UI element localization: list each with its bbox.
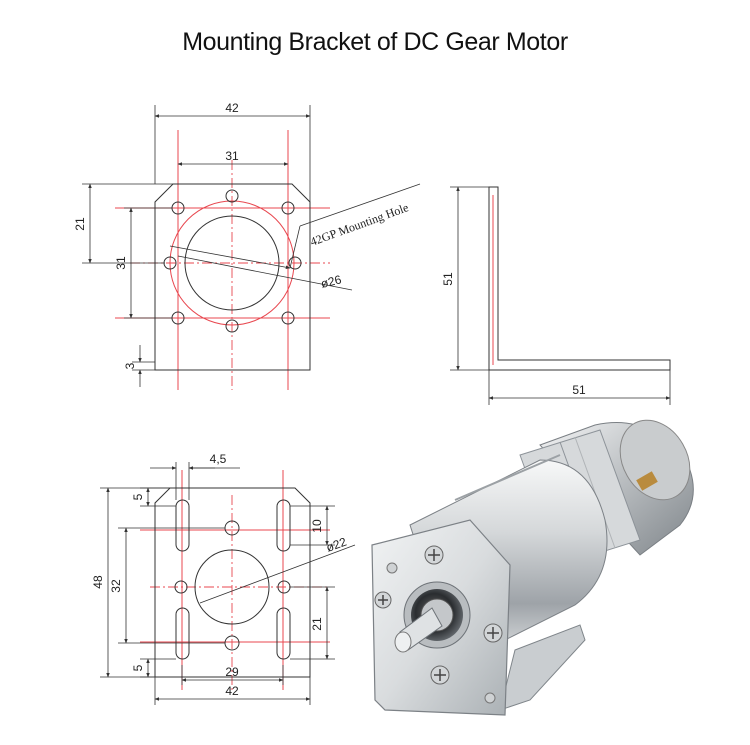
dim-slot-offset-top: 5 <box>131 493 145 500</box>
mount-hole <box>281 311 295 325</box>
dim-slot-width: 4,5 <box>210 452 227 466</box>
mount-slot <box>276 499 291 552</box>
mount-slot <box>276 607 291 660</box>
dim-side-height: 51 <box>441 272 455 286</box>
plate-outline <box>154 183 311 371</box>
l-bracket-profile <box>488 186 671 371</box>
bolt-circle <box>169 200 295 326</box>
leader-line <box>199 544 356 604</box>
dim-center-hole: ø26 <box>319 272 343 291</box>
leader-line <box>169 245 291 270</box>
dim-hole-spacing-v: 32 <box>109 579 123 593</box>
side-view: 51 51 <box>441 186 671 405</box>
dim-hole-spacing-v: 31 <box>114 256 128 270</box>
leader-line <box>299 183 421 227</box>
dim-hole-spacing-h: 31 <box>225 149 239 163</box>
leader-line <box>289 225 301 269</box>
dim-slot-offset-bottom: 5 <box>131 664 145 671</box>
bottom-view: 4,5 5 10 48 32 21 5 29 <box>91 452 356 705</box>
center-hole <box>194 549 270 625</box>
top-view: 42 31 21 31 3 ø26 42GP Mounting Hole <box>73 101 421 390</box>
dim-hole-spacing-h: 29 <box>225 665 239 679</box>
dim-thickness: 3 <box>123 362 137 369</box>
mount-hole <box>281 201 295 215</box>
diagram-title: Mounting Bracket of DC Gear Motor <box>182 28 568 56</box>
dim-total-height: 48 <box>91 575 105 589</box>
plate-outline <box>154 487 311 678</box>
dim-width: 42 <box>225 101 239 115</box>
dim-side-length: 51 <box>572 383 586 397</box>
mount-hole <box>288 256 302 270</box>
mount-slot <box>175 607 190 660</box>
center-hole <box>184 215 280 311</box>
motor-illustration <box>371 419 694 716</box>
dim-slot-gap: 10 <box>310 519 324 533</box>
dim-height-offset: 21 <box>73 217 87 231</box>
terminal <box>636 471 658 491</box>
mount-slot <box>175 499 190 552</box>
dim-slot-length: 21 <box>310 617 324 631</box>
mount-hole <box>174 580 188 594</box>
dim-width: 42 <box>225 684 239 698</box>
mount-hole <box>225 189 239 203</box>
leader-line <box>177 255 353 291</box>
mount-hole <box>225 319 239 333</box>
dim-center-hole: ø22 <box>324 534 349 554</box>
